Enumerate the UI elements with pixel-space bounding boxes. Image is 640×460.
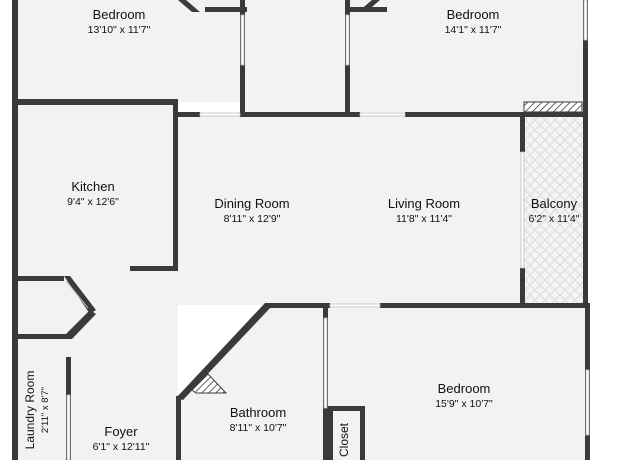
- window-foyer-diagonal: [65, 280, 89, 309]
- room-name-bedroom-top-right: Bedroom: [447, 7, 500, 22]
- room-dims-bedroom-top-right: 14'1" x 11'7": [445, 24, 502, 36]
- windows: [65, 0, 590, 460]
- floor-bedroom-top-left: [14, 0, 242, 102]
- room-name-laundry-room: Laundry Room: [23, 371, 37, 450]
- wall-top-right-bedroom-right: [583, 0, 588, 117]
- room-name-bedroom-top-left: Bedroom: [93, 7, 146, 22]
- balcony-hatch: [523, 101, 583, 113]
- wall-balcony-left-bottom: [520, 268, 525, 308]
- room-name-bathroom: Bathroom: [230, 405, 286, 420]
- window-bath-side: [323, 317, 328, 409]
- room-dims-dining-room: 8'11" x 12'9": [224, 213, 281, 225]
- room-dims-bedroom-top-left: 13'10" x 11'7": [88, 24, 151, 36]
- floor-bedroom-bottom: [328, 305, 588, 460]
- window-right-top: [583, 0, 588, 41]
- room-dims-living-room: 11'8" x 11'4": [396, 213, 452, 225]
- room-name-dining-room: Dining Room: [214, 196, 289, 211]
- bathroom-hatch: [191, 373, 228, 394]
- room-dims-bathroom: 8'11" x 10'7": [230, 422, 287, 434]
- wall-mid-top: [240, 112, 360, 117]
- floor-bathroom: [178, 308, 328, 460]
- room-name-closet: Closet: [337, 422, 351, 457]
- window-bedroom-right: [585, 369, 590, 436]
- wall-closet-left: [328, 408, 333, 460]
- room-dims-balcony: 6'2" x 11'4": [529, 213, 580, 225]
- wall-closet-top: [328, 406, 364, 411]
- window-bedroom-bottom: [329, 303, 381, 308]
- floor-hall-top: [242, 0, 352, 115]
- wall-closet-right: [360, 406, 365, 460]
- floor-areas: [14, 0, 588, 460]
- wall-foyer-diagonal-b: [66, 310, 96, 339]
- floor-kitchen: [14, 102, 174, 278]
- wall-bath-left: [176, 396, 181, 460]
- wall-balcony-bottom: [520, 303, 588, 308]
- window-laundry: [66, 394, 71, 460]
- wall-top-corner-a: [178, 0, 200, 12]
- room-name-kitchen: Kitchen: [71, 179, 114, 194]
- floor-balcony[interactable]: [524, 115, 586, 305]
- window-top-mid: [359, 112, 406, 117]
- floor-bedroom-top-right: [352, 0, 585, 112]
- wall-top-corner-b: [358, 0, 380, 12]
- floor-foyer: [14, 278, 178, 460]
- window-top-left: [199, 112, 241, 117]
- room-name-bedroom-bottom: Bedroom: [438, 381, 491, 396]
- wall-bath-diagonal: [176, 303, 272, 400]
- wall-laundry-top: [12, 276, 64, 281]
- wall-top-right-seg: [178, 112, 200, 117]
- wall-laundry-bottom: [12, 334, 72, 339]
- wall-bath-top: [265, 303, 330, 308]
- wall-balcony-left-top: [520, 112, 525, 152]
- room-dims-foyer: 6'1" x 12'11": [93, 441, 150, 453]
- window-hall-right: [345, 14, 350, 66]
- room-labels: Bedroom 13'10" x 11'7" Bedroom 14'1" x 1…: [23, 7, 580, 457]
- floor-main: [174, 115, 524, 305]
- wall-kitchen-right: [173, 102, 178, 270]
- room-dims-bedroom-bottom: 15'9" x 10'7": [435, 398, 493, 410]
- room-dims-laundry-room: 2'11" x 8'7": [40, 387, 51, 433]
- wall-top-right-seg2: [405, 112, 587, 117]
- room-dims-kitchen: 9'4" x 12'6": [67, 196, 119, 208]
- wall-kitchen-counter: [130, 266, 178, 271]
- wall-left-top: [12, 0, 18, 104]
- wall-balcony-right: [583, 112, 588, 308]
- window-balcony-door: [520, 151, 525, 269]
- wall-foyer-diagonal-a: [64, 276, 96, 314]
- wall-bedroom-bottom-top: [380, 303, 525, 308]
- room-name-living-room: Living Room: [388, 196, 460, 211]
- wall-hall-top-a: [205, 7, 247, 12]
- window-hall-left: [240, 14, 245, 66]
- room-name-balcony: Balcony: [531, 196, 578, 211]
- wall-top-left-bedroom: [12, 99, 178, 105]
- room-name-foyer: Foyer: [104, 424, 138, 439]
